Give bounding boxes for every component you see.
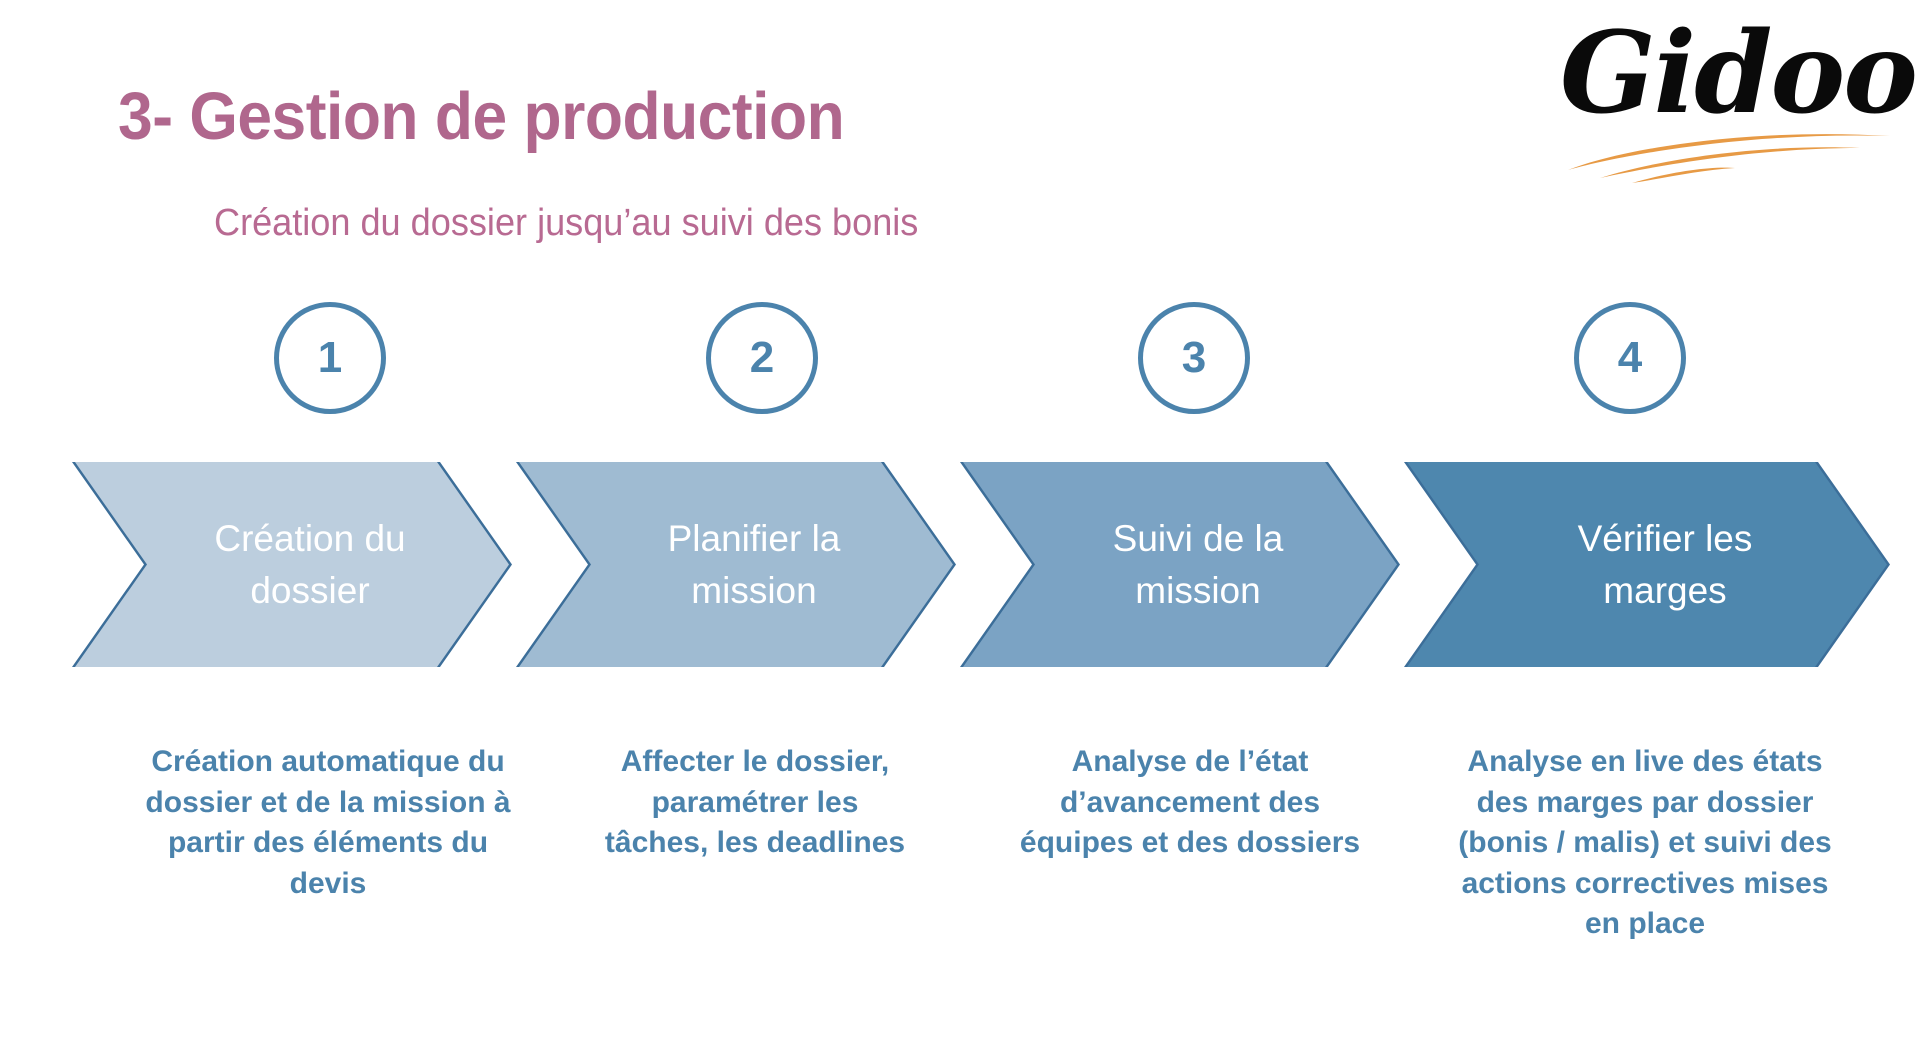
logo-swoosh-icon	[1568, 134, 1890, 183]
step-description-1: Création automatique du dossier et de la…	[145, 745, 511, 900]
chevron-2-label: Planifier la mission	[667, 518, 841, 611]
brand-wordmark: Gidoo	[1560, 8, 1918, 139]
chevron-1-label: Création du dossier	[214, 518, 406, 611]
step-number-2: 2	[749, 333, 775, 382]
chevron-step-3[interactable]: Suivi de la mission	[963, 462, 1397, 667]
step-number-1: 1	[317, 333, 343, 382]
chevron-step-1[interactable]: Création du dossier	[75, 462, 509, 667]
step-number-3: 3	[1181, 333, 1207, 382]
step-circle-2[interactable]: 2	[706, 302, 818, 414]
page-subtitle: Création du dossier jusqu’au suivi des b…	[214, 202, 919, 244]
page-title: 3- Gestion de production	[118, 79, 845, 154]
step-description-3: Analyse de l’état d’avancement des équip…	[1019, 745, 1361, 859]
step-description-4: Analyse en live des états des marges par…	[1458, 745, 1832, 940]
step-number-4: 4	[1617, 333, 1643, 382]
process-chevron-band: Création du dossier Planifier la mission…	[0, 462, 1920, 674]
chevron-step-2[interactable]: Planifier la mission	[519, 462, 953, 667]
chevron-3-label: Suivi de la mission	[1112, 518, 1284, 611]
step-circle-1[interactable]: 1	[274, 302, 386, 414]
chevron-4-label: Vérifier les marges	[1577, 518, 1753, 611]
step-circle-4[interactable]: 4	[1574, 302, 1686, 414]
step-circle-3[interactable]: 3	[1138, 302, 1250, 414]
step-description-2: Affecter le dossier, paramétrer les tâch…	[604, 745, 906, 859]
brand-logo: Gidoo	[1560, 8, 1918, 188]
chevron-step-4[interactable]: Vérifier les marges	[1407, 462, 1887, 667]
